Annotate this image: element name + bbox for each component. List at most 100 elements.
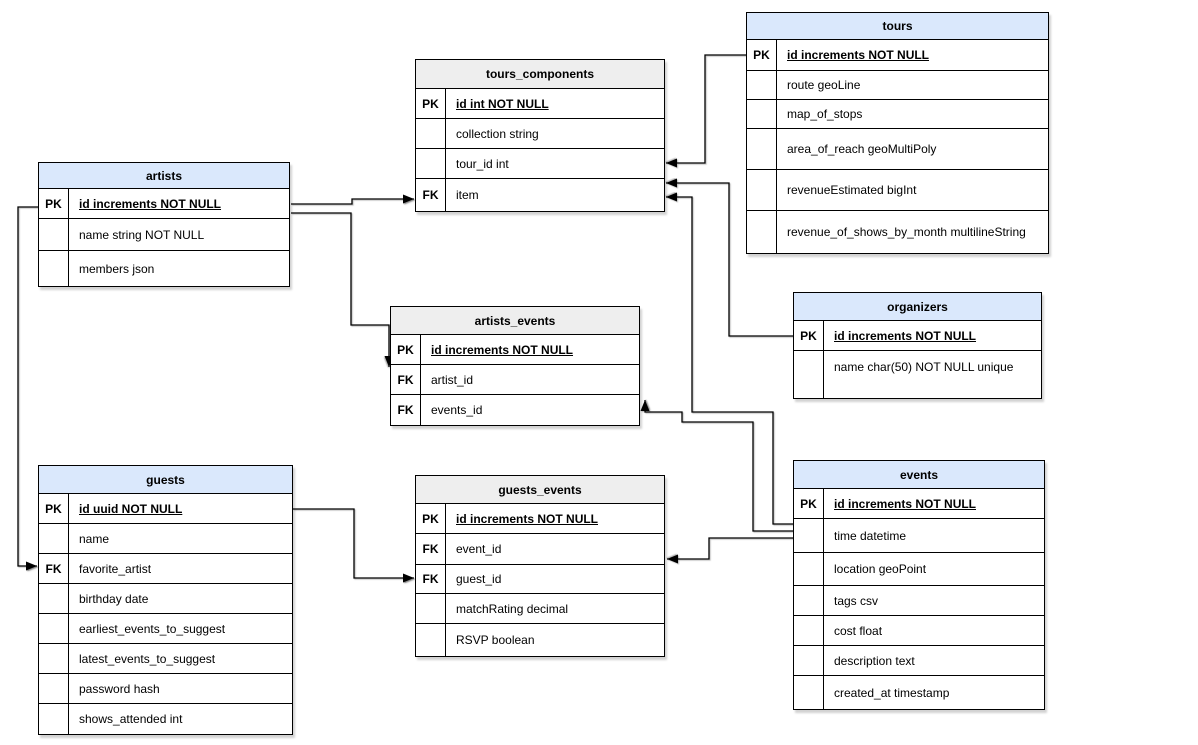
field-label: latest_events_to_suggest	[79, 651, 216, 666]
table-row-password[interactable]: password hash	[39, 674, 292, 704]
field-label: tour_id int	[456, 156, 509, 171]
table-row-earliest_events[interactable]: earliest_events_to_suggest	[39, 614, 292, 644]
key-cell	[39, 524, 69, 553]
table-row-created_at[interactable]: created_at timestamp	[794, 676, 1044, 709]
key-cell	[416, 594, 446, 623]
table-row-id[interactable]: PK id int NOT NULL	[416, 89, 664, 119]
field-label: id int NOT NULL	[456, 96, 549, 111]
field-label: description text	[834, 653, 915, 668]
table-header[interactable]: tours_components	[416, 60, 664, 89]
key-cell	[794, 616, 824, 645]
key-cell	[747, 129, 777, 169]
table-row-id[interactable]: PK id increments NOT NULL	[39, 189, 289, 219]
relation-artists-to-item[interactable]	[291, 194, 414, 205]
table-header[interactable]: artists	[39, 163, 289, 189]
table-row-artist_id[interactable]: FK artist_id	[391, 365, 639, 395]
table-row-shows_attended[interactable]: shows_attended int	[39, 704, 292, 734]
field-label: name string NOT NULL	[79, 227, 205, 242]
table-row-RSVP[interactable]: RSVP boolean	[416, 624, 664, 656]
table-row-id[interactable]: PK id increments NOT NULL	[391, 335, 639, 365]
field-label: revenueEstimated bigInt	[787, 183, 917, 197]
key-cell	[39, 644, 69, 673]
relation-events-to-item[interactable]	[666, 192, 793, 525]
table-tours[interactable]: tours PK id increments NOT NULL route ge…	[746, 12, 1049, 254]
table-row-id[interactable]: PK id uuid NOT NULL	[39, 494, 292, 524]
table-row-favorite_artist[interactable]: FK favorite_artist	[39, 554, 292, 584]
table-guests[interactable]: guests PK id uuid NOT NULL name FK favor…	[38, 465, 293, 735]
field-label: map_of_stops	[787, 107, 863, 121]
pk-badge: PK	[39, 494, 69, 523]
table-row-id[interactable]: PK id increments NOT NULL	[794, 321, 1041, 351]
key-cell	[747, 170, 777, 210]
table-row-route[interactable]: route geoLine	[747, 71, 1048, 100]
table-row-id[interactable]: PK id increments NOT NULL	[416, 504, 664, 534]
relation-organizers-to-item[interactable]	[666, 178, 793, 337]
table-header[interactable]: guests	[39, 466, 292, 494]
table-row-name[interactable]: name string NOT NULL	[39, 219, 289, 251]
table-header[interactable]: tours	[747, 13, 1048, 40]
table-row-revenue_of_shows[interactable]: revenue_of_shows_by_month multilineStrin…	[747, 211, 1048, 253]
fk-badge: FK	[391, 395, 421, 425]
key-cell	[794, 519, 824, 552]
table-header[interactable]: guests_events	[416, 476, 664, 504]
pk-badge: PK	[416, 504, 446, 533]
fk-badge: FK	[416, 565, 446, 593]
table-guests_events[interactable]: guests_events PK id increments NOT NULL …	[415, 475, 665, 657]
key-cell	[794, 586, 824, 615]
table-artists_events[interactable]: artists_events PK id increments NOT NULL…	[390, 306, 640, 426]
table-row-time[interactable]: time datetime	[794, 519, 1044, 553]
table-row-cost[interactable]: cost float	[794, 616, 1044, 646]
relation-tours-to-tour_id[interactable]	[666, 54, 746, 168]
pk-badge: PK	[794, 489, 824, 518]
table-row-location[interactable]: location geoPoint	[794, 553, 1044, 586]
table-row-tags[interactable]: tags csv	[794, 586, 1044, 616]
table-row-id[interactable]: PK id increments NOT NULL	[747, 40, 1048, 71]
field-label: item	[456, 188, 479, 202]
relation-artists-to-artist_id[interactable]	[291, 212, 394, 367]
field-label: name	[79, 531, 110, 546]
relation-events-to-events_id[interactable]	[640, 400, 793, 532]
table-artists[interactable]: artists PK id increments NOT NULL name s…	[38, 162, 290, 287]
table-row-events_id[interactable]: FK events_id	[391, 395, 639, 425]
field-label: artist_id	[431, 372, 474, 387]
table-header[interactable]: events	[794, 461, 1044, 489]
relation-events-to-event_id[interactable]	[667, 537, 793, 564]
pk-badge: PK	[391, 335, 421, 364]
table-header[interactable]: organizers	[794, 293, 1041, 321]
pk-badge: PK	[794, 321, 824, 350]
pk-badge: PK	[39, 189, 69, 218]
key-cell	[39, 219, 69, 250]
table-row-birthday[interactable]: birthday date	[39, 584, 292, 614]
relation-artists-to-favorite_artist[interactable]	[17, 206, 38, 571]
field-label: birthday date	[79, 591, 149, 606]
table-row-map_of_stops[interactable]: map_of_stops	[747, 100, 1048, 129]
table-row-name[interactable]: name	[39, 524, 292, 554]
table-row-id[interactable]: PK id increments NOT NULL	[794, 489, 1044, 519]
table-row-tour_id[interactable]: tour_id int	[416, 149, 664, 179]
table-organizers[interactable]: organizers PK id increments NOT NULL nam…	[793, 292, 1042, 399]
table-row-description[interactable]: description text	[794, 646, 1044, 676]
table-events[interactable]: events PK id increments NOT NULL time da…	[793, 460, 1045, 710]
relation-guests-to-guest_id[interactable]	[293, 508, 414, 583]
field-label: name char(50) NOT NULL unique	[834, 360, 1014, 374]
table-row-collection[interactable]: collection string	[416, 119, 664, 149]
field-label: route geoLine	[787, 78, 861, 92]
table-row-name[interactable]: name char(50) NOT NULL unique	[794, 351, 1041, 398]
table-header[interactable]: artists_events	[391, 307, 639, 335]
field-label: time datetime	[834, 528, 907, 543]
field-label: RSVP boolean	[456, 633, 535, 647]
table-row-revenueEstimated[interactable]: revenueEstimated bigInt	[747, 170, 1048, 211]
table-row-event_id[interactable]: FK event_id	[416, 534, 664, 565]
table-row-area_of_reach[interactable]: area_of_reach geoMultiPoly	[747, 129, 1048, 170]
table-row-item[interactable]: FK item	[416, 179, 664, 211]
table-row-members[interactable]: members json	[39, 251, 289, 286]
field-label: id increments NOT NULL	[834, 496, 977, 511]
fk-badge: FK	[39, 554, 69, 583]
table-row-matchRating[interactable]: matchRating decimal	[416, 594, 664, 624]
table-tours_components[interactable]: tours_components PK id int NOT NULL coll…	[415, 59, 665, 212]
table-row-guest_id[interactable]: FK guest_id	[416, 565, 664, 594]
field-label: tags csv	[834, 593, 879, 608]
field-label: id uuid NOT NULL	[79, 501, 183, 516]
table-row-latest_events[interactable]: latest_events_to_suggest	[39, 644, 292, 674]
field-label: id increments NOT NULL	[834, 328, 977, 343]
